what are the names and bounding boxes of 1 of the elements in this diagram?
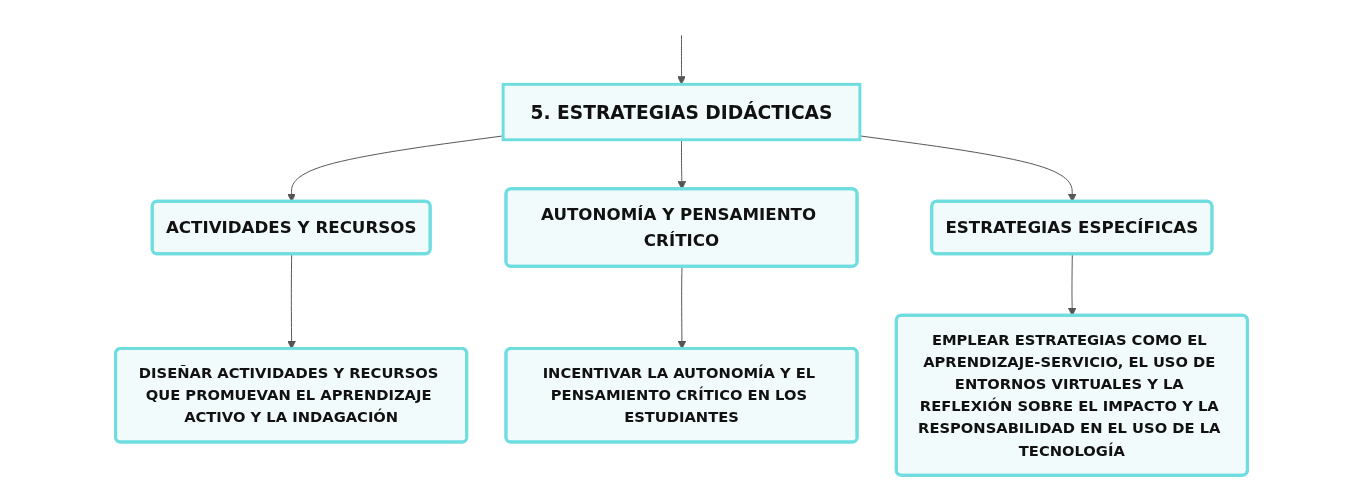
node-box: 5. ESTRATEGIAS DIDÁCTICAS [501,82,862,142]
